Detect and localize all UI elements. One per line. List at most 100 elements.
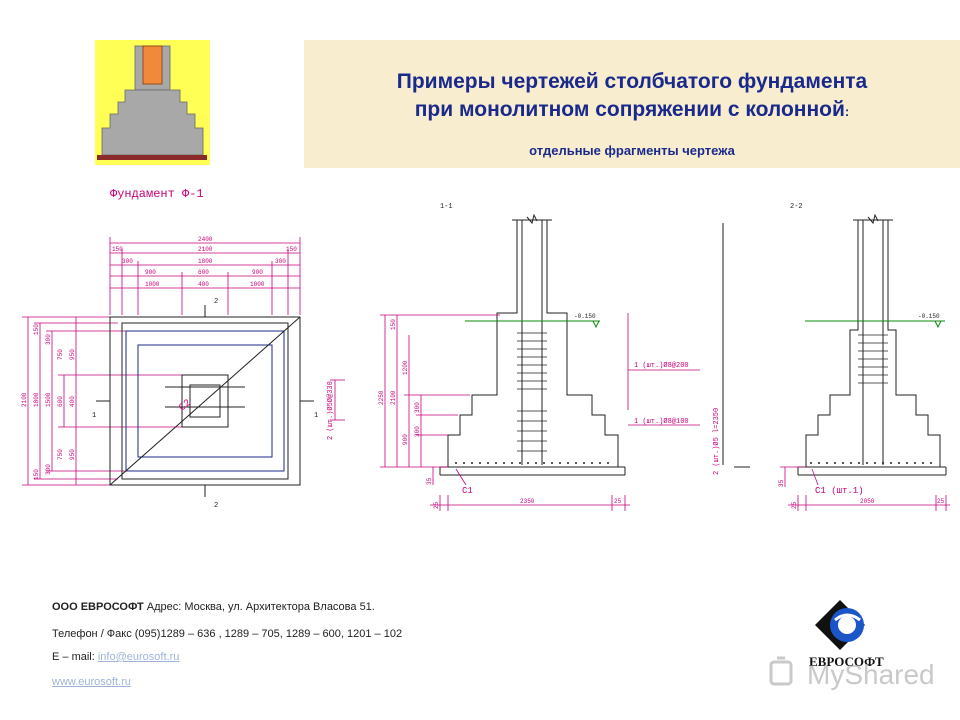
plan-title: Фундамент Ф-1 — [110, 187, 204, 201]
plan-dim-left-2100: 2100 — [21, 392, 28, 407]
plan-side-dim — [330, 379, 345, 421]
plan-dim-left-1800: 1800 — [33, 392, 40, 407]
section2-rebar-label: C1 (шт.1) — [815, 486, 864, 496]
section1-body — [439, 213, 626, 476]
section1-dim-300a: 300 — [414, 402, 421, 413]
section1-title: 1-1 — [440, 203, 453, 211]
plan-dim-left-400: 400 — [69, 396, 76, 407]
section1-note-1: 1 (шт.)Ø8@200 — [634, 361, 689, 370]
section2-rebar-leader — [811, 468, 819, 486]
plan-side-note: 2 (шт.)Ø5Ø@330 — [326, 381, 335, 440]
section1-note-lines — [627, 313, 700, 426]
title-line-1: Примеры чертежей столбчатого фундамента — [396, 70, 868, 93]
section2-body — [797, 213, 947, 476]
section2-dim-b-25a: 25 — [791, 501, 798, 509]
section1-rebar-label: C1 — [462, 486, 473, 496]
footer-address: ООО ЕВРОСОФТ Адрес: Москва, ул. Архитект… — [52, 601, 375, 613]
page-subtitle: отдельные фрагменты чертежа — [529, 143, 735, 158]
plan-dim-400: 400 — [198, 281, 209, 288]
plan-outlines — [96, 305, 314, 497]
page-title: Примеры чертежей столбчатого фундамента … — [304, 68, 960, 126]
plan-dim-900a: 900 — [145, 269, 156, 276]
plan-dim-2400: 2400 — [198, 236, 213, 243]
plan-dim-left-750b: 750 — [57, 449, 64, 460]
plan-dim-left-300b: 300 — [45, 464, 52, 475]
section1-dim-150: 150 — [390, 319, 397, 330]
plan-cut-1-left: 1 — [92, 412, 96, 420]
section1-dim-900: 900 — [402, 434, 409, 445]
section-1-1: 1-1 — [378, 203, 700, 511]
plan-dim-300a: 300 — [122, 258, 133, 265]
plan-dim-1000b: 1000 — [250, 281, 265, 288]
section1-dim-2250: 2250 — [378, 390, 385, 405]
section1-elevation: -0.150 — [574, 313, 596, 320]
section2-title: 2-2 — [790, 203, 803, 211]
title-colon: : — [844, 104, 850, 119]
plan-dim-1800: 1800 — [198, 258, 213, 265]
footer-phone: Телефон / Факс (095)1289 – 636 , 1289 – … — [52, 628, 403, 640]
logo-text: ЕВРОСОФТ — [809, 654, 884, 669]
myshared-watermark: MyShared — [769, 656, 935, 690]
plan-dims-left — [22, 316, 182, 486]
plan-rebar-label: C2 — [178, 398, 194, 414]
section1-note-2: 1 (шт.)Ø8@100 — [634, 417, 689, 426]
section1-dim-b-25a: 25 — [433, 501, 440, 509]
section-2-2: 2-2 2 (шт.)Ø5 l=2350 -0.150 — [712, 203, 950, 511]
section2-dim-b-25b: 25 — [937, 498, 945, 505]
plan-dim-left-150b: 150 — [33, 469, 40, 480]
section2-stirrups — [858, 334, 888, 384]
section1-dim-2100: 2100 — [390, 390, 397, 405]
section2-dims-bottom — [788, 495, 950, 511]
section1-rebar-leader — [455, 468, 467, 486]
eurosoft-logo-icon — [815, 600, 865, 650]
plan-view: Фундамент Ф-1 2400 150 2100 150 300 1800… — [21, 187, 345, 510]
watermark-icon — [769, 656, 793, 686]
plan-dim-left-600: 600 — [57, 396, 64, 407]
plan-dim-left-950b: 950 — [69, 449, 76, 460]
section2-side-note: 2 (шт.)Ø5 l=2350 — [712, 408, 721, 475]
section2-level-arrow — [934, 320, 942, 329]
section1-dim-35: 35 — [426, 477, 433, 485]
foundation-thumbnail — [95, 40, 210, 165]
plan-dim-900b: 900 — [252, 269, 263, 276]
section1-stirrups — [517, 332, 547, 452]
plan-dim-left-300a: 300 — [45, 334, 52, 345]
plan-dim-left-1500: 1500 — [45, 392, 52, 407]
title-line-2: при монолитном сопряжении с колонной — [414, 98, 845, 121]
section1-dims-left — [380, 314, 500, 485]
footer-website-link[interactable]: www.eurosoft.ru — [52, 676, 131, 688]
section2-dims-left — [780, 466, 806, 487]
plan-dim-2100: 2100 — [198, 246, 213, 253]
plan-dim-left-950a: 950 — [69, 349, 76, 360]
footer-address-text: Адрес: Москва, ул. Архитектора Власова 5… — [146, 601, 375, 613]
plan-dim-left-150a: 150 — [33, 324, 40, 335]
section1-dim-300b: 300 — [414, 426, 421, 437]
section1-dims-bottom — [430, 495, 630, 511]
section2-dim-b-2050: 2050 — [860, 498, 875, 505]
section1-level-arrow — [592, 320, 600, 329]
plan-cut-2-top: 2 — [214, 298, 218, 306]
foundation-drawing: Фундамент Ф-1 2400 150 2100 150 300 1800… — [21, 187, 950, 511]
title-banner: Примеры чертежей столбчатого фундамента … — [304, 40, 960, 168]
plan-dim-150b: 150 — [286, 246, 297, 253]
section1-dim-b-2350: 2350 — [520, 498, 535, 505]
plan-cut-1-right: 1 — [314, 412, 318, 420]
plan-cut-2-bottom: 2 — [214, 502, 218, 510]
footer-website: www.eurosoft.ru — [52, 676, 131, 688]
section1-dim-1200: 1200 — [402, 360, 409, 375]
plan-dim-left-750a: 750 — [57, 349, 64, 360]
footer-email-row: E – mail: info@eurosoft.ru — [52, 651, 179, 663]
section2-dim-35: 35 — [778, 479, 785, 487]
plan-dim-300b: 300 — [275, 258, 286, 265]
watermark-text: MyShared — [807, 659, 935, 690]
footer-company: ООО ЕВРОСОФТ — [52, 601, 144, 613]
footer-email-label: E – mail: — [52, 651, 98, 663]
plan-dim-1000a: 1000 — [145, 281, 160, 288]
section2-elevation: -0.150 — [918, 313, 940, 320]
eurosoft-logo: ЕВРОСОФТ — [809, 600, 884, 669]
plan-dim-600: 600 — [198, 269, 209, 276]
plan-dims-top — [109, 237, 301, 315]
section1-dim-b-25b: 25 — [614, 498, 622, 505]
plan-dim-150a: 150 — [112, 246, 123, 253]
footer-email-link[interactable]: info@eurosoft.ru — [97, 651, 180, 663]
